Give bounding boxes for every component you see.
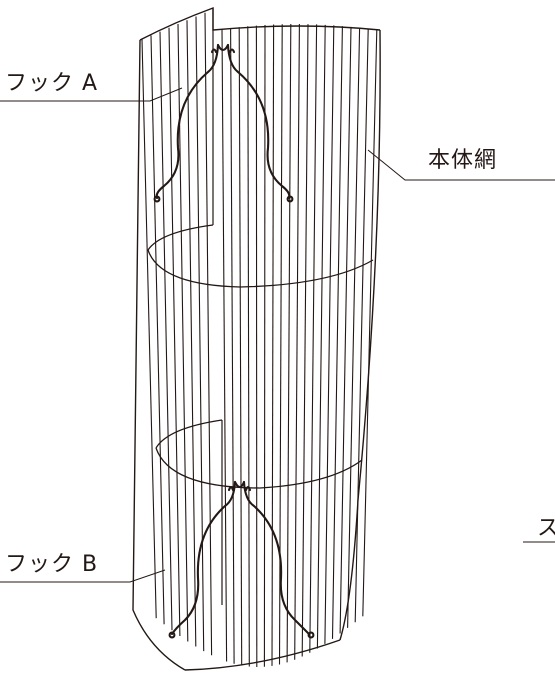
net-wire [310, 24, 317, 652]
label-hook-b: フック B [5, 554, 98, 576]
lower-hoop-back [156, 420, 222, 448]
lower-hoop-front [156, 448, 362, 488]
net-wire [248, 26, 250, 666]
net-wire [142, 39, 156, 618]
net-wire [317, 25, 325, 649]
net-wire [239, 27, 242, 665]
net-vertical-wires [142, 13, 377, 667]
net-wire [222, 29, 227, 662]
net-wire [325, 25, 334, 644]
net-wire [272, 25, 274, 666]
net-wire [187, 20, 196, 646]
net-wire [264, 25, 265, 667]
net-wire [287, 24, 291, 662]
net-wire [205, 13, 212, 656]
label-partial-right: ス [537, 518, 555, 540]
net-wire [295, 24, 300, 660]
net-top-edge [140, 8, 380, 40]
net-bottom-edge [185, 640, 340, 670]
net-wire [333, 26, 343, 639]
label-body-net: 本体網 [428, 150, 497, 172]
label-hook-a: フック A [5, 73, 98, 95]
net-wire [363, 30, 377, 617]
upper-hoop-back [148, 225, 213, 250]
net-wire [231, 28, 235, 664]
net-wire [355, 29, 368, 623]
net-wire [302, 24, 308, 656]
